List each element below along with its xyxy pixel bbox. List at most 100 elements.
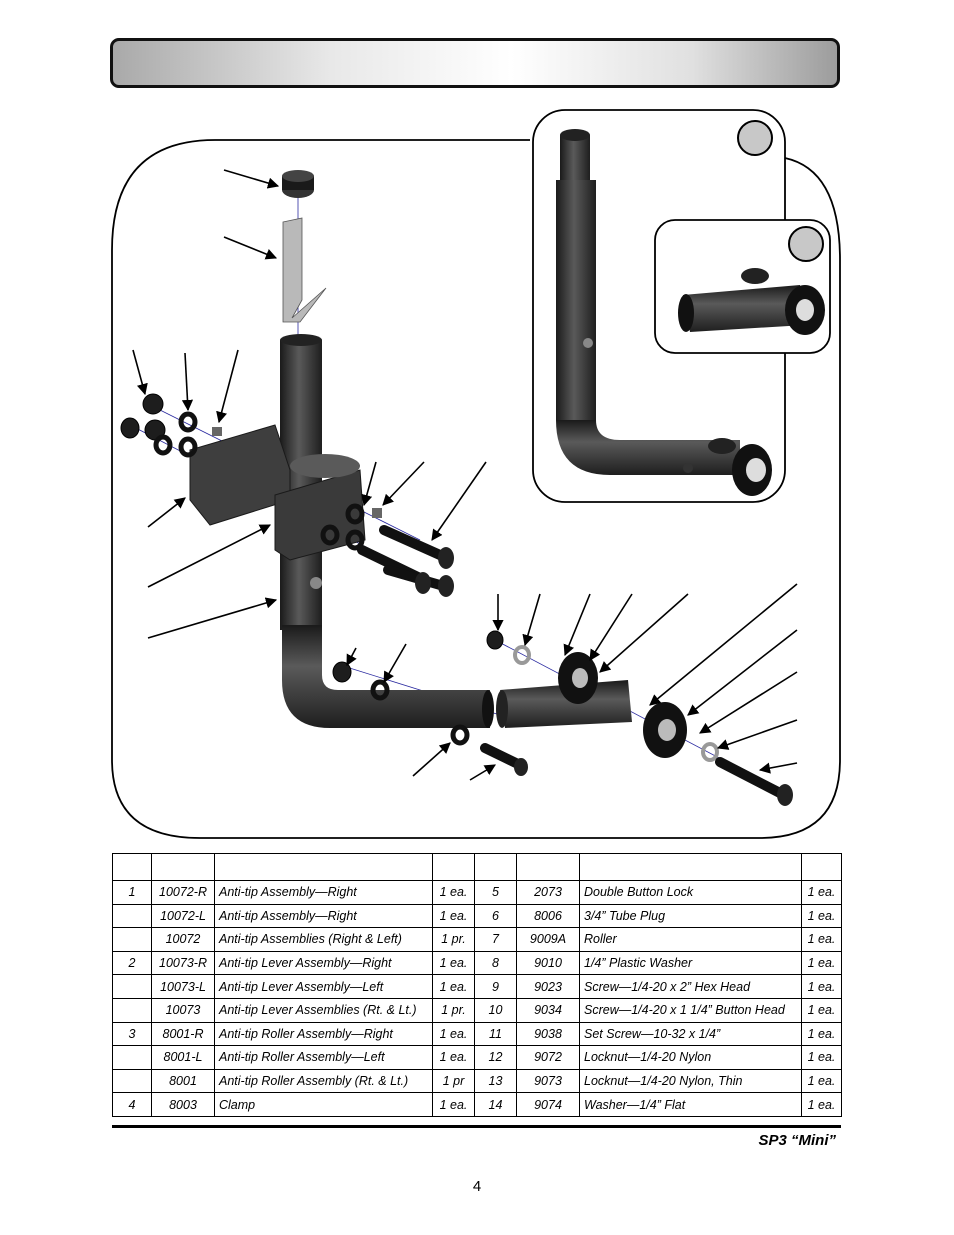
part-description: Roller — [579, 927, 802, 952]
part-description: Anti-tip Assembly—Right — [214, 903, 433, 929]
quantity: 1 ea. — [432, 950, 475, 976]
quantity: 1 ea. — [801, 1092, 842, 1117]
part-description: Anti-tip Roller Assembly (Rt. & Lt.) — [214, 1068, 433, 1094]
item-number: 5 — [474, 880, 517, 905]
part-description: Double Button Lock — [579, 880, 802, 905]
quantity: 1 pr. — [432, 997, 475, 1023]
table-row: 10072 Anti-tip Assemblies (Right & Left)… — [112, 927, 842, 952]
part-number: 9010 — [516, 950, 580, 976]
item-number — [112, 1045, 152, 1070]
part-description: Clamp — [214, 1092, 433, 1117]
quantity: 1 ea. — [432, 880, 475, 905]
part-description: Locknut—1/4-20 Nylon, Thin — [579, 1068, 802, 1094]
part-number: 8001-R — [151, 1021, 215, 1047]
part-number: 2073 — [516, 880, 580, 905]
diagram-frame — [111, 139, 841, 839]
page-number: 4 — [472, 1178, 482, 1195]
quantity: 1 pr — [432, 1068, 475, 1094]
quantity: 1 ea. — [801, 1068, 842, 1094]
quantity: 1 ea. — [801, 974, 842, 999]
part-description: Anti-tip Assemblies (Right & Left) — [214, 927, 433, 952]
quantity: 1 ea. — [432, 1092, 475, 1117]
part-number: 9073 — [516, 1068, 580, 1094]
quantity: 1 ea. — [801, 903, 842, 929]
part-number: 10072-L — [151, 903, 215, 929]
exploded-diagram — [111, 109, 841, 839]
part-description: Screw—1/4-20 x 2” Hex Head — [579, 974, 802, 999]
part-description: 3/4” Tube Plug — [579, 903, 802, 929]
quantity: 1 ea. — [801, 927, 842, 952]
part-number: 9038 — [516, 1021, 580, 1047]
item-number — [112, 927, 152, 952]
part-number: 10073 — [151, 997, 215, 1023]
part-description: Screw—1/4-20 x 1 1/4” Button Head — [579, 997, 802, 1023]
part-description: Anti-tip Lever Assemblies (Rt. & Lt.) — [214, 997, 433, 1023]
part-description: Anti-tip Lever Assembly—Right — [214, 950, 433, 976]
part-number: 9009A — [516, 927, 580, 952]
table-row: 2 10073-R Anti-tip Lever Assembly—Right … — [112, 950, 842, 976]
part-number: 8006 — [516, 903, 580, 929]
table-row: 8001-L Anti-tip Roller Assembly—Left 1 e… — [112, 1045, 842, 1070]
item-number — [112, 997, 152, 1023]
part-description: Anti-tip Assembly—Right — [214, 880, 433, 905]
inset-badge-1 — [737, 120, 773, 156]
part-number: 9072 — [516, 1045, 580, 1070]
quantity: 1 ea. — [432, 903, 475, 929]
footer-rule — [112, 1125, 841, 1128]
item-number: 1 — [112, 880, 152, 905]
part-number: 10073-R — [151, 950, 215, 976]
quantity: 1 ea. — [432, 1045, 475, 1070]
part-number: 9034 — [516, 997, 580, 1023]
item-number: 7 — [474, 927, 517, 952]
item-number: 2 — [112, 950, 152, 976]
part-number: 8001-L — [151, 1045, 215, 1070]
table-row: 10073 Anti-tip Lever Assemblies (Rt. & L… — [112, 997, 842, 1023]
item-number: 3 — [112, 1021, 152, 1047]
model-name: SP3 “Mini” — [758, 1132, 836, 1149]
part-number: 8003 — [151, 1092, 215, 1117]
table-row: 3 8001-R Anti-tip Roller Assembly—Right … — [112, 1021, 842, 1047]
item-number — [112, 974, 152, 999]
title-banner — [110, 38, 840, 88]
part-description: Set Screw—10-32 x 1/4” — [579, 1021, 802, 1047]
item-number: 14 — [474, 1092, 517, 1117]
item-number — [112, 1068, 152, 1094]
part-description: Washer—1/4” Flat — [579, 1092, 802, 1117]
part-number: 10072-R — [151, 880, 215, 905]
quantity: 1 ea. — [801, 880, 842, 905]
item-number: 8 — [474, 950, 517, 976]
inset-badge-2 — [788, 226, 824, 262]
item-number: 9 — [474, 974, 517, 999]
part-description: 1/4” Plastic Washer — [579, 950, 802, 976]
item-number — [112, 903, 152, 929]
part-number: 10073-L — [151, 974, 215, 999]
table-row: 8001 Anti-tip Roller Assembly (Rt. & Lt.… — [112, 1068, 842, 1094]
part-number: 8001 — [151, 1068, 215, 1094]
item-number: 6 — [474, 903, 517, 929]
item-number: 13 — [474, 1068, 517, 1094]
part-number: 10072 — [151, 927, 215, 952]
item-number: 12 — [474, 1045, 517, 1070]
quantity: 1 ea. — [432, 974, 475, 999]
part-description: Anti-tip Lever Assembly—Left — [214, 974, 433, 999]
quantity: 1 ea. — [801, 950, 842, 976]
table-row: 1 10072-R Anti-tip Assembly—Right 1 ea. … — [112, 880, 842, 905]
table-header-row — [112, 853, 842, 881]
table-row: 10072-L Anti-tip Assembly—Right 1 ea. 6 … — [112, 903, 842, 929]
quantity: 1 ea. — [801, 1021, 842, 1047]
part-description: Locknut—1/4-20 Nylon — [579, 1045, 802, 1070]
part-number: 9023 — [516, 974, 580, 999]
item-number: 10 — [474, 997, 517, 1023]
item-number: 11 — [474, 1021, 517, 1047]
item-number: 4 — [112, 1092, 152, 1117]
quantity: 1 pr. — [432, 927, 475, 952]
part-number: 9074 — [516, 1092, 580, 1117]
table-row: 10073-L Anti-tip Lever Assembly—Left 1 e… — [112, 974, 842, 999]
table-row: 4 8003 Clamp 1 ea. 14 9074 Washer—1/4” F… — [112, 1092, 842, 1117]
quantity: 1 ea. — [801, 997, 842, 1023]
parts-table: 1 10072-R Anti-tip Assembly—Right 1 ea. … — [112, 853, 842, 1117]
part-description: Anti-tip Roller Assembly—Left — [214, 1045, 433, 1070]
part-description: Anti-tip Roller Assembly—Right — [214, 1021, 433, 1047]
quantity: 1 ea. — [801, 1045, 842, 1070]
quantity: 1 ea. — [432, 1021, 475, 1047]
